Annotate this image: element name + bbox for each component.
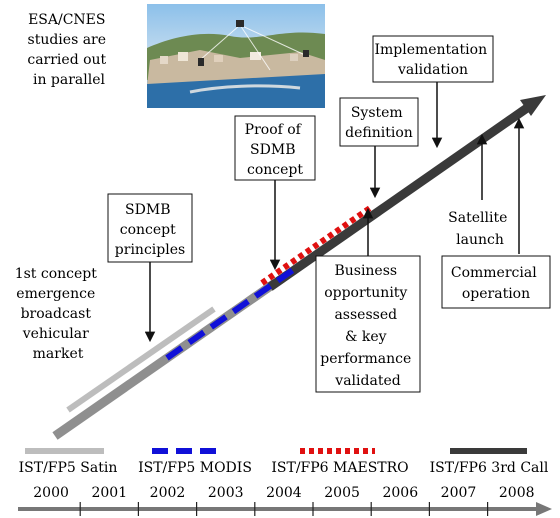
parallel-studies-note: ESA/CNES studies are carried out in para… — [27, 12, 110, 88]
legend-modis-label: IST/FP5 MODIS — [138, 460, 252, 476]
year-label: 2002 — [150, 485, 186, 501]
maestro-line — [260, 205, 372, 286]
svg-text:Commercial operation: Commercial operation — [451, 265, 541, 302]
satin-line — [66, 306, 216, 413]
concept-emergence-note: 1st concept emergence broadcast vehicula… — [15, 266, 102, 362]
satellite-launch-label: Satellite launch — [448, 210, 512, 248]
svg-text:Proof of SDMB conc: Proof of SDMB concept — [245, 122, 306, 178]
svg-text:System definition: System definition — [345, 105, 413, 141]
svg-text:Implementation validatio: Implementation validation — [374, 42, 491, 78]
commercial-box: Commercial operation — [441, 255, 551, 309]
svg-text:Business opportunity: Business opportunity assessed & key perf… — [320, 263, 415, 389]
svg-text:SDMB concept princ: SDMB concept principles — [115, 202, 185, 258]
year-label: 2007 — [441, 485, 477, 501]
legend-3rdcall-label: IST/FP6 3rd Call — [430, 460, 549, 476]
proof-box: Proof of SDMB concept — [234, 115, 316, 181]
timeline-arrowhead — [520, 95, 546, 116]
year-label: 2008 — [499, 485, 535, 501]
year-axis: 2000 2001 2002 2003 2004 2005 2006 2007 2008 — [18, 485, 552, 516]
business-box: Business opportunity assessed & key perf… — [315, 255, 421, 393]
year-label: 2001 — [91, 485, 127, 501]
legend-satin-label: IST/FP5 Satin — [19, 460, 118, 476]
coastal-photo — [147, 4, 325, 108]
year-label: 2003 — [208, 485, 244, 501]
legend-maestro-label: IST/FP6 MAESTRO — [271, 460, 408, 476]
system-box: System definition — [339, 97, 419, 147]
year-label: 2006 — [382, 485, 418, 501]
implementation-box: Implementation validation — [372, 35, 494, 83]
year-label: 2005 — [324, 485, 360, 501]
year-label: 2004 — [266, 485, 302, 501]
legend: IST/FP5 Satin IST/FP5 MODIS IST/FP6 MAES… — [19, 448, 549, 476]
year-label: 2000 — [33, 485, 69, 501]
year-axis-arrowhead — [536, 502, 552, 516]
principles-box: SDMB concept principles — [107, 193, 193, 263]
